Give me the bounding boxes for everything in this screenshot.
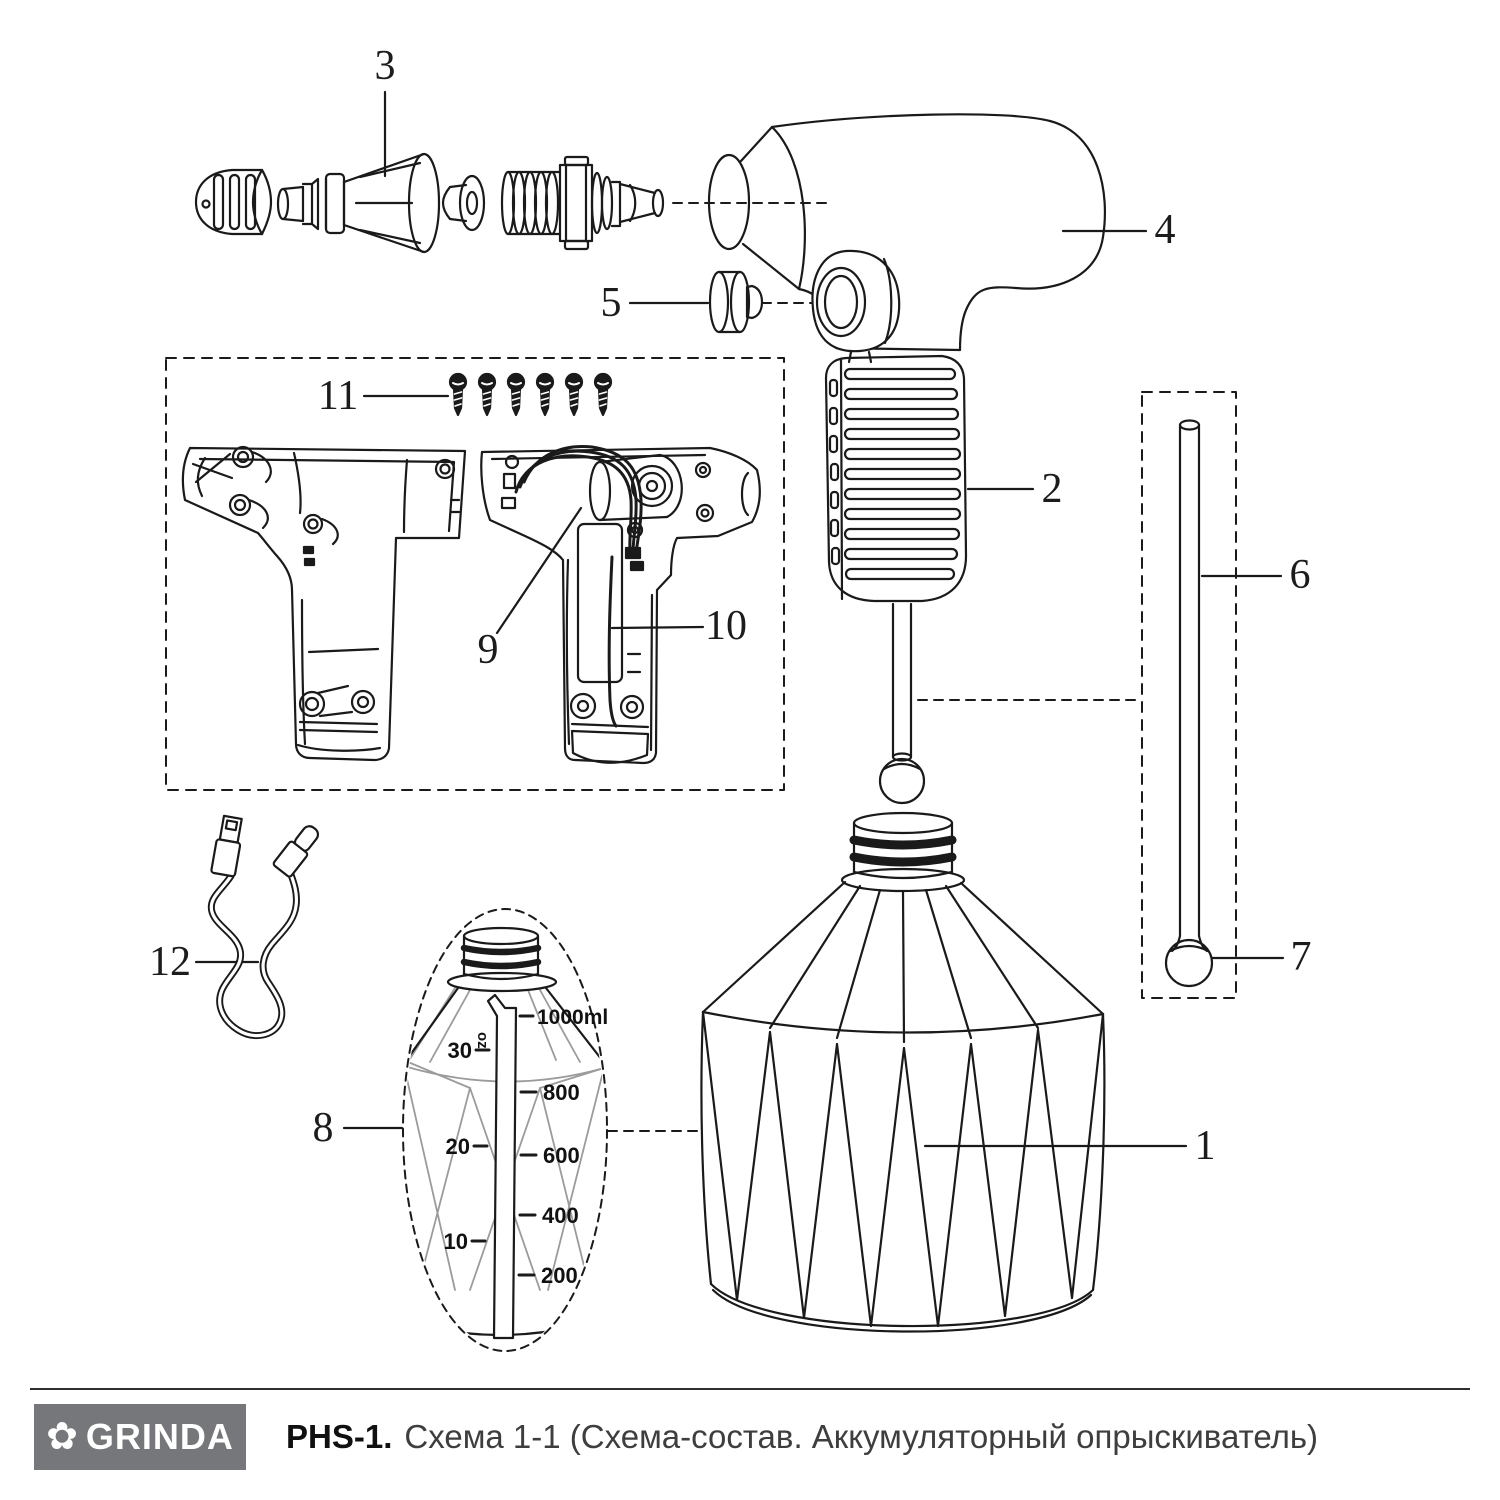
- tube-detail-box: [1141, 391, 1237, 999]
- scale-labels: 1000ml 800 600 400 200 30 20 10 oz: [444, 1006, 609, 1288]
- trigger-housing-drawing: [811, 249, 901, 364]
- callout-9: 9: [477, 627, 499, 673]
- sprayer-body-drawing: [707, 113, 1106, 352]
- nozzle-connector-drawing: [500, 155, 665, 251]
- callout-11: 11: [317, 373, 359, 419]
- suction-tube-drawing: [1164, 419, 1214, 988]
- nozzle-cap-drawing: [194, 168, 273, 236]
- scale-magnifier-drawing: [402, 908, 608, 1352]
- bottle-drawing: [700, 811, 1106, 1333]
- scale-oz-30: 30: [448, 1038, 472, 1063]
- scale-ml-200: 200: [541, 1263, 578, 1288]
- exploded-view-drawing: 1000ml 800 600 400 200 30 20 10 oz: [165, 90, 1285, 1352]
- scale-ml-600: 600: [543, 1143, 580, 1168]
- power-button-drawing: [708, 270, 764, 334]
- scale-ticks: [470, 1014, 538, 1277]
- scale-ml-1000: 1000ml: [537, 1006, 608, 1029]
- usb-a-plug-icon: [210, 814, 243, 878]
- pump-tube-drawing: [878, 602, 926, 805]
- leader-lines: [194, 90, 1285, 1148]
- usb-c-plug-icon: [272, 825, 320, 878]
- screws-drawing: [448, 372, 613, 417]
- callout-2: 2: [1041, 466, 1063, 512]
- scale-oz-20: 20: [446, 1134, 470, 1159]
- grip-sleeve-drawing: [824, 354, 968, 603]
- brand-name: GRINDA: [85, 1416, 234, 1457]
- scheme-title: Схема 1-1 (Схема-состав. Аккумуляторный …: [404, 1418, 1319, 1455]
- callout-6: 6: [1289, 552, 1311, 598]
- housing-back-half-drawing: [181, 445, 467, 762]
- scale-oz-10: 10: [444, 1229, 468, 1254]
- callout-10: 10: [705, 603, 747, 649]
- callout-5: 5: [600, 280, 622, 326]
- scale-ml-800: 800: [543, 1080, 580, 1105]
- footer: ✿ GRINDA PHS-1. Схема 1-1 (Схема-состав. …: [30, 1388, 1470, 1470]
- internal-parts-detail-box: [165, 357, 785, 791]
- scale-ml-400: 400: [542, 1203, 579, 1228]
- scheme-caption: PHS-1. Схема 1-1 (Схема-состав. Аккумулят…: [286, 1418, 1318, 1456]
- nozzle-body-drawing: [276, 152, 441, 254]
- callout-1: 1: [1194, 1123, 1216, 1169]
- callout-3: 3: [374, 43, 396, 89]
- callout-8: 8: [312, 1105, 334, 1151]
- brand-logo: ✿ GRINDA: [34, 1404, 246, 1470]
- model-number: PHS-1.: [286, 1418, 393, 1455]
- housing-front-half-drawing: [480, 444, 761, 765]
- callout-12: 12: [149, 939, 191, 985]
- callout-7: 7: [1290, 934, 1312, 980]
- scale-oz-unit: oz: [474, 1032, 491, 1049]
- callout-4: 4: [1154, 207, 1176, 253]
- flower-icon: ✿: [46, 1416, 78, 1458]
- nozzle-gasket-drawing: [441, 174, 486, 232]
- usb-cable-drawing: [207, 814, 320, 1040]
